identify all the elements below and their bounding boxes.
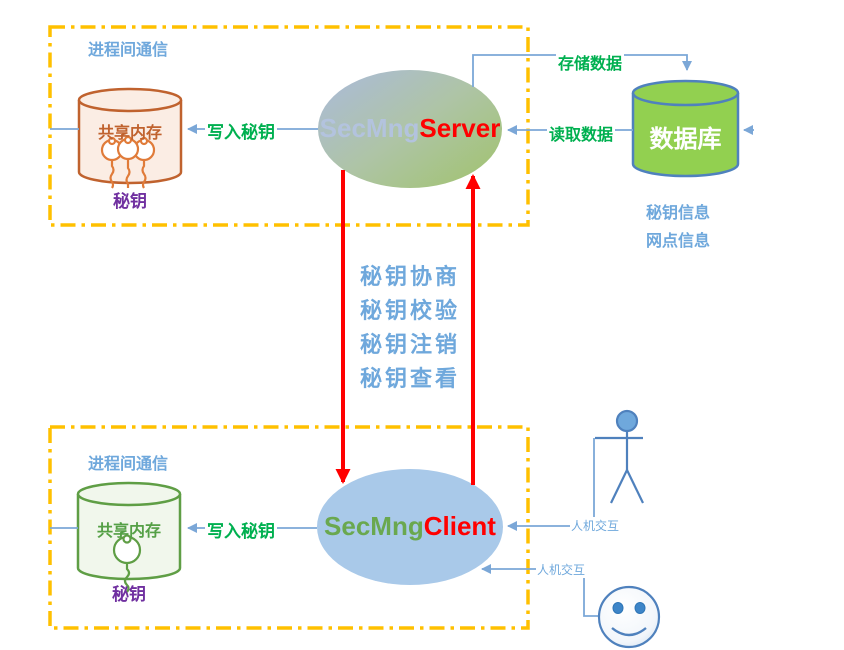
hci-connector-lower [481, 564, 600, 617]
server-ellipse [318, 70, 502, 188]
top-dashed-box [48, 25, 530, 227]
client-name-suffix: Client [423, 511, 496, 541]
person-icon [595, 409, 644, 504]
middle-operations-list: 秘钥协商 秘钥校验 秘钥注销 秘钥查看 [348, 260, 472, 396]
top-box-label: 进程间通信 [88, 42, 169, 59]
shared-memory-label-bottom: 共享内存 [96, 523, 161, 540]
operation-item: 秘钥校验 [359, 298, 460, 323]
store-data-label: 存储数据 [556, 50, 625, 74]
key-icon-bottom [112, 534, 142, 593]
client-node-label: SecMngClient [316, 511, 504, 542]
read-data-label: 读取数据 [547, 121, 616, 145]
client-ellipse [317, 469, 503, 585]
write-key-label-bottom: 写入秘钥 [205, 517, 277, 542]
hci-connector-upper [507, 438, 595, 531]
key-label-top: 秘钥 [113, 192, 147, 211]
database-cylinder [631, 79, 740, 178]
hci-label-lower: 人机交互 [536, 561, 587, 578]
database-label: 数据库 [649, 126, 722, 153]
key-label-bottom: 秘钥 [112, 585, 146, 604]
operation-item: 秘钥查看 [359, 366, 460, 391]
smiley-face-icon [597, 585, 661, 649]
database-info-line1: 秘钥信息 [646, 205, 711, 222]
server-name-prefix: SecMng [319, 113, 420, 143]
hci-label-upper: 人机交互 [570, 517, 621, 534]
bottom-box-label: 进程间通信 [88, 456, 169, 473]
server-name-suffix: Server [419, 113, 501, 143]
database-info-line2: 网点信息 [646, 233, 711, 250]
operation-item: 秘钥协商 [359, 264, 460, 289]
shared-memory-label-top: 共享内存 [97, 125, 162, 142]
operation-item: 秘钥注销 [359, 332, 460, 357]
server-node-label: SecMngServer [317, 113, 503, 144]
client-name-prefix: SecMng [324, 511, 424, 541]
write-key-label-top: 写入秘钥 [205, 118, 277, 143]
keys-icon-top [100, 135, 156, 189]
